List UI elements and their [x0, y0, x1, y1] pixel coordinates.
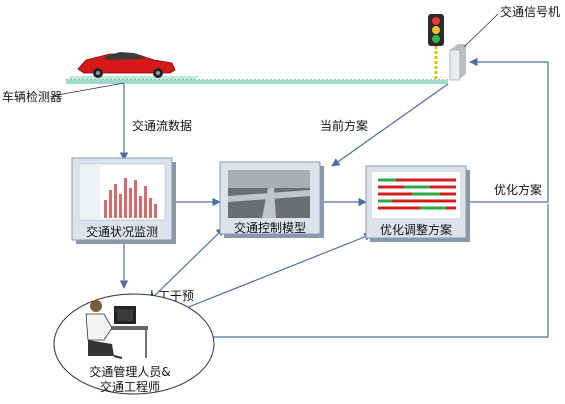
control-model-box-label: 交通控制模型: [234, 220, 306, 235]
current-plan-label: 当前方案: [320, 118, 368, 133]
optimization-box: 优化调整方案: [365, 165, 470, 242]
arrow-personnel-to-model: [145, 227, 225, 305]
personnel-group: 交通管理人员& 交通工程师: [53, 293, 215, 395]
optimized-plan-label: 优化方案: [494, 182, 542, 197]
traffic-flow-data-label: 交通流数据: [132, 118, 192, 133]
monitoring-box: 交通状况监测: [71, 157, 176, 244]
traffic-signal-label: 交通信号机: [500, 4, 560, 19]
arrow-personnel-to-signal: [206, 204, 549, 338]
monitoring-box-label: 交通状况监测: [86, 224, 158, 239]
control-model-box: 交通控制模型: [219, 161, 324, 238]
arrow-personnel-to-optimization: [165, 232, 373, 317]
personnel-label-line2: 交通工程师: [100, 379, 160, 394]
arrow-signal-to-model: [331, 83, 449, 167]
detector-pointer-line: [51, 82, 125, 97]
personnel-label-line1: 交通管理人员&: [89, 364, 170, 379]
traffic-light-icon: [428, 14, 444, 80]
operator-at-computer-icon: [85, 300, 148, 359]
signal-pointer-line: [463, 13, 499, 48]
car-icon: [77, 52, 176, 78]
vehicle-detector-label: 车辆检测器: [2, 89, 62, 104]
optimization-box-label: 优化调整方案: [380, 222, 452, 237]
arrow-optimization-to-signal: [469, 57, 549, 203]
signal-controller-cabinet-icon: [449, 44, 466, 81]
